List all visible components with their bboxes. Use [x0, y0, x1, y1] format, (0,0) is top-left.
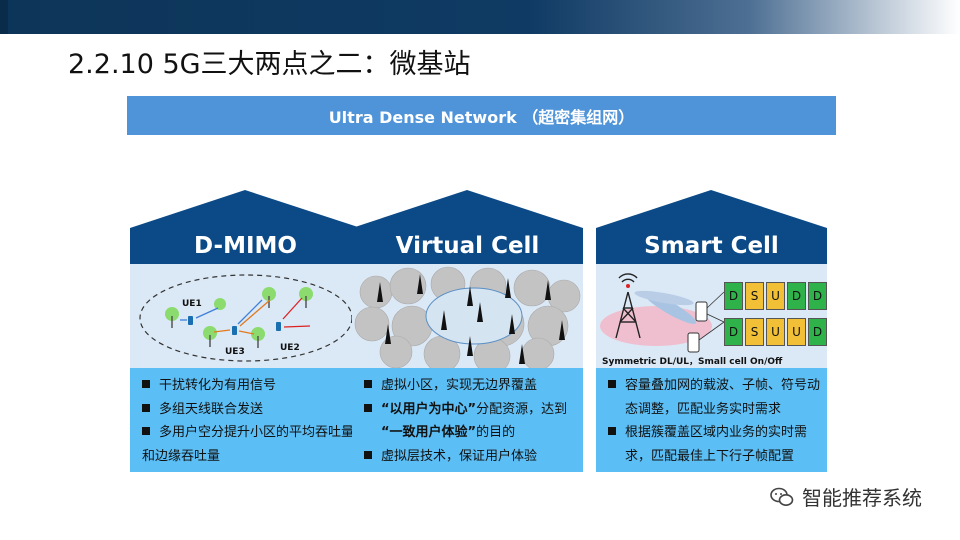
virtual-cell-illustration: [352, 264, 583, 368]
bullet-item: 容量叠加网的载波、子帧、符号动态调整，匹配业务实时需求: [608, 374, 821, 421]
bullet-item: 虚拟层技术，保证用户体验: [364, 445, 577, 469]
subframe-cell: S: [745, 318, 764, 346]
subframe-cell: D: [724, 318, 743, 346]
subframe-cell: U: [766, 282, 785, 310]
bullet-square-icon: [364, 450, 372, 459]
bullet-item: 多组天线联合发送: [142, 398, 355, 422]
d-mimo-diagram: UE1 UE2 UE3: [139, 274, 353, 362]
bullet-continuation: “一致用户体验”的目的: [381, 425, 516, 440]
subframe-cell: D: [808, 318, 827, 346]
virtual-cell-cloud-diagram: [354, 266, 581, 368]
subframe-cell: D: [724, 282, 743, 310]
bullet-square-icon: [142, 380, 150, 388]
d-mimo-bullets: 干扰转化为有用信号 多组天线联合发送 多用户空分提升小区的平均吞吐量和边缘吞吐量: [130, 368, 361, 472]
virtual-cell-bullets: 虚拟小区，实现无边界覆盖 “以用户为中心”分配资源，达到 “一致用户体验”的目的…: [352, 368, 583, 472]
column-roof: [130, 190, 361, 228]
bullet-item: 干扰转化为有用信号: [142, 374, 355, 398]
column-title: Virtual Cell: [352, 228, 583, 264]
subframe-cell: U: [787, 318, 806, 346]
bullet-item: 多用户空分提升小区的平均吞吐量和边缘吞吐量: [142, 425, 355, 464]
label-ue2: UE2: [280, 343, 300, 353]
cell-tower-icon: [615, 273, 641, 339]
wechat-icon: [770, 487, 794, 506]
bullet-square-icon: [608, 380, 616, 388]
smart-cell-caption: Symmetric DL/UL，Small cell On/Off: [602, 357, 783, 367]
column-roof: [596, 190, 827, 228]
banner-ultra-dense-network: Ultra Dense Network （超密集组网）: [127, 96, 836, 135]
bullet-item: “以用户为中心”分配资源，达到: [364, 398, 577, 422]
bullet-square-icon: [364, 403, 372, 412]
subframe-cell: D: [787, 282, 806, 310]
slide-title: 2.2.10 5G三大两点之二：微基站: [68, 49, 471, 80]
bullet-square-icon: [142, 403, 150, 412]
subframe-cell: S: [745, 282, 764, 310]
watermark-text: 智能推荐系统: [802, 486, 922, 510]
subframe-cell: D: [808, 282, 827, 310]
subframe-cell: U: [766, 318, 785, 346]
bullet-square-icon: [142, 427, 150, 435]
column-virtual-cell: Virtual Cell 虚拟小区，实现无边界覆盖 “以用户为中心”分配资源，达…: [352, 190, 583, 472]
d-mimo-illustration: UE1 UE2 UE3: [130, 264, 361, 368]
bullet-item: 根据簇覆盖区域内业务的实时需求，匹配最佳上下行子帧配置: [608, 421, 821, 468]
column-roof: [352, 190, 583, 228]
label-ue3: UE3: [225, 347, 245, 357]
column-title: Smart Cell: [596, 228, 827, 264]
label-ue1: UE1: [182, 299, 202, 309]
bullet-square-icon: [608, 427, 616, 435]
watermark: 智能推荐系统: [770, 482, 922, 511]
column-title: D-MIMO: [130, 228, 361, 264]
top-decorative-bar: [0, 0, 960, 34]
smart-cell-bullets: 容量叠加网的载波、子帧、符号动态调整，匹配业务实时需求 根据簇覆盖区域内业务的实…: [596, 368, 827, 472]
top-bar-accent: [0, 0, 8, 34]
column-d-mimo: D-MIMO: [130, 190, 361, 472]
bullet-square-icon: [364, 380, 372, 388]
bullet-item: 虚拟小区，实现无边界覆盖: [364, 374, 577, 398]
smart-cell-diagram: [600, 273, 725, 353]
